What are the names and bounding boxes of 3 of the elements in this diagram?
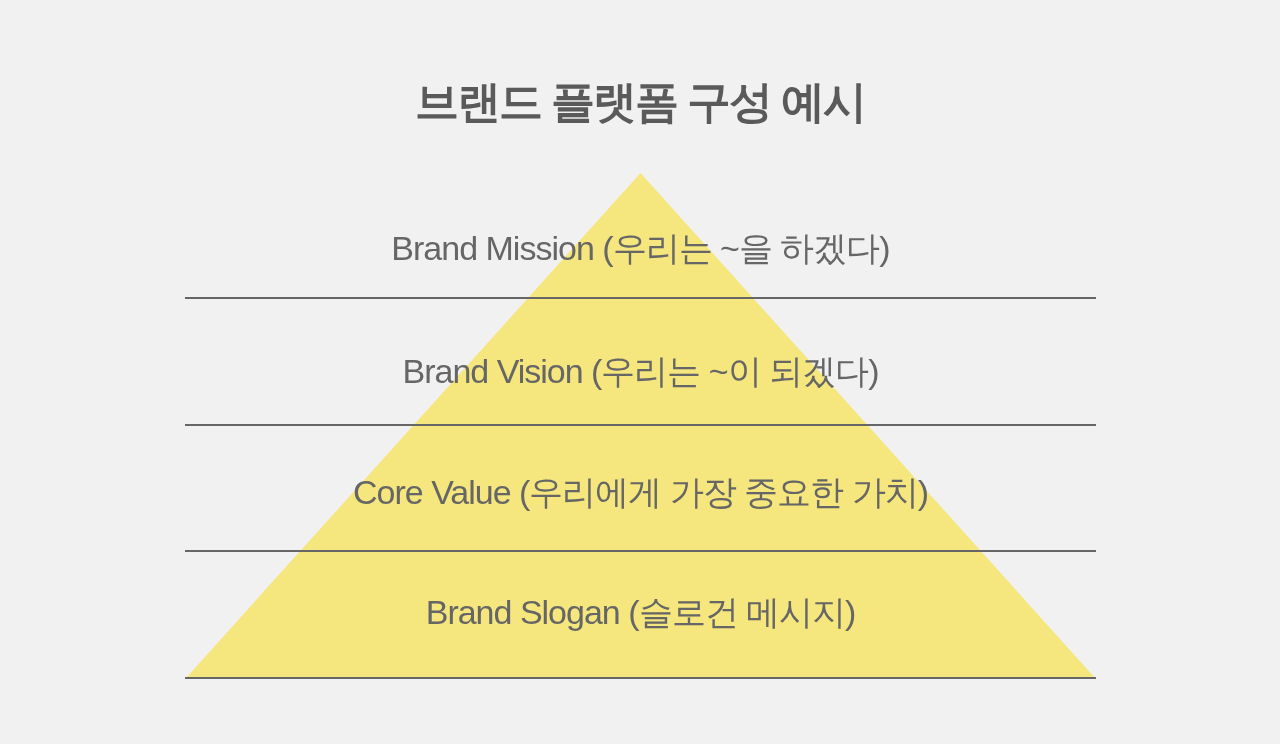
diagram-title: 브랜드 플랫폼 구성 예시 <box>414 76 866 128</box>
tier-label: Brand Slogan (슬로건 메시지) <box>425 592 856 632</box>
tier-label: Core Value (우리에게 가장 중요한 가치) <box>353 472 928 512</box>
